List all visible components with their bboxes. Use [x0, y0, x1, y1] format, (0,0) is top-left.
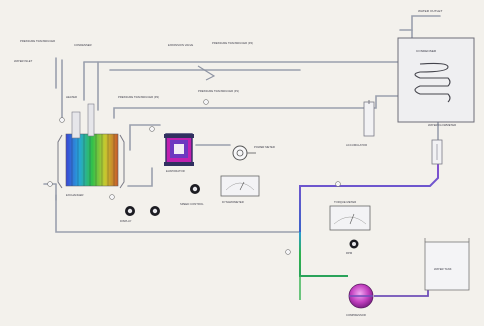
label-torque-meter: TORQUE METER: [334, 200, 356, 204]
label-accumulator: ACCUMULATOR: [346, 143, 367, 147]
label-pressure-transducer-left: PRESSURE TRANSDUCER: [20, 39, 55, 43]
label-display: DISPLAY: [120, 219, 132, 223]
label-condenser: CONDENSER: [416, 49, 437, 53]
label-evaporator: EVAPORATOR: [166, 169, 185, 173]
label-pressure-transducer-p1: PRESSURE TRANSDUCER (P1): [198, 89, 239, 93]
evaporator: [164, 133, 194, 166]
label-condenser-mid: CONDENSER: [74, 43, 92, 47]
accumulator: [363, 100, 375, 137]
water-loop: [299, 160, 439, 300]
condenser-exchanger: [57, 103, 125, 189]
label-water-tank: WATER TANK: [434, 267, 452, 271]
label-expansion-valve: EXPANSION VALVE: [168, 43, 193, 47]
diagram-labels: WATER OUTLET CONDENSER PRESSURE TRANSDUC…: [14, 9, 456, 317]
refrigerant-lines: [43, 15, 441, 233]
dynamometer: [220, 145, 260, 197]
torque-meter: [329, 205, 371, 249]
pressure-taps: [47, 99, 341, 255]
label-dynamometer: DYNAMOMETER: [222, 200, 244, 204]
condenser-unit: [397, 37, 475, 123]
label-rpm: RPM: [346, 251, 353, 255]
label-speed-control: SPEED CONTROL: [180, 202, 204, 206]
water-flowmeter: [431, 139, 443, 165]
label-water-inlet: WATER INLET: [14, 59, 33, 63]
water-tank: [424, 238, 470, 291]
control-knobs: [125, 184, 200, 216]
label-heater: HEATER: [66, 95, 77, 99]
label-pressure-transducer-mid: PRESSURE TRANSDUCER (P2): [118, 95, 159, 99]
label-water-flowmeter: WATER FLOWMETER: [428, 123, 456, 127]
label-compressor: COMPRESSOR: [346, 313, 366, 317]
label-exchanger: EXCHANGER: [66, 193, 83, 197]
label-power-meter: POWER METER: [254, 145, 275, 149]
label-pressure-transducer-right: PRESSURE TRANSDUCER (P4): [212, 41, 253, 45]
compressor-pump: [348, 283, 374, 309]
label-water-outlet: WATER OUTLET: [418, 9, 443, 13]
